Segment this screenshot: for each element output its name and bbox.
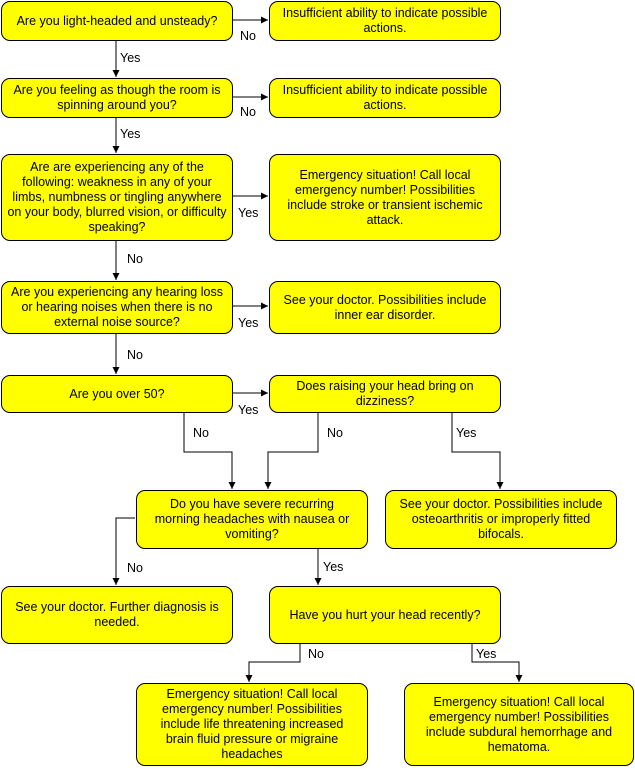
label-no-q1: No [240,29,256,43]
label-yes-q7: Yes [323,560,344,574]
question-weakness: Are are experiencing any of the followin… [1,154,233,241]
label-yes-q3: Yes [238,206,259,220]
question-hurt-head: Have you hurt your head recently? [269,586,501,644]
edge-q5-no [183,412,236,489]
answer-inner-ear: See your doctor. Possibilities include i… [269,281,501,334]
answer-insufficient-2: Insufficient ability to indicate possibl… [269,78,501,118]
edge-q8-yes [471,643,523,682]
label-yes-q8: Yes [476,647,497,661]
question-over-50: Are you over 50? [1,375,233,413]
answer-further-diagnosis: See your doctor. Further diagnosis is ne… [1,586,233,644]
label-no-q3: No [127,252,143,266]
question-morning-headaches: Do you have severe recurring morning hea… [136,490,368,549]
answer-insufficient-1: Insufficient ability to indicate possibl… [269,1,501,41]
label-yes-q1: Yes [120,51,141,65]
label-no-q4: No [127,348,143,362]
question-spinning: Are you feeling as though the room is sp… [1,78,233,118]
answer-stroke: Emergency situation! Call local emergenc… [269,154,501,241]
label-no-q2: No [240,105,256,119]
edge-q7-no [112,517,135,585]
label-no-q8: No [308,647,324,661]
label-no-q5: No [193,426,209,440]
edge-q6-no [264,412,319,489]
label-yes-q6: Yes [456,426,477,440]
edge-q8-no [245,643,301,682]
label-yes-q4: Yes [238,316,259,330]
question-lightheaded: Are you light-headed and unsteady? [1,1,233,41]
edge-q6-yes [451,412,504,489]
question-raising-head: Does raising your head bring on dizzines… [269,375,501,413]
answer-osteoarthritis: See your doctor. Possibilities include o… [385,490,617,549]
label-yes-q2: Yes [120,127,141,141]
answer-hemorrhage: Emergency situation! Call local emergenc… [404,683,634,766]
label-yes-q5: Yes [238,403,259,417]
answer-brain-fluid: Emergency situation! Call local emergenc… [136,683,368,766]
label-no-q7: No [127,561,143,575]
question-hearing: Are you experiencing any hearing loss or… [1,281,233,334]
label-no-q6: No [327,426,343,440]
